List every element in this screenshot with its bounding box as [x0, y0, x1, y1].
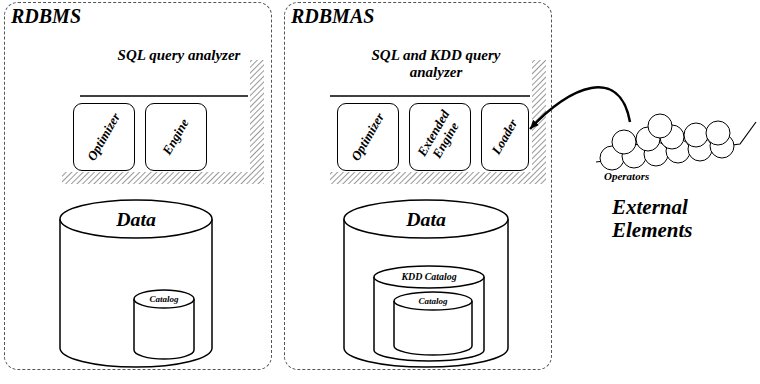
- data-cylinder: DataCatalog: [59, 199, 213, 369]
- system-region: RDBMS SQL query analyzerOptimizer EngineDa…: [4, 2, 272, 370]
- catalog-cylinder: Catalog: [393, 291, 473, 357]
- analyzer-panel: SQL query analyzerOptimizer Engine: [59, 37, 265, 177]
- module-label: Extended Engine: [415, 108, 465, 166]
- region-title: RDBMS: [11, 5, 81, 27]
- analyzer-panel: SQL and KDD query analyzerOptimizer Exten…: [327, 37, 549, 177]
- module-label: Engine: [160, 117, 192, 158]
- operator-ball: [648, 114, 672, 138]
- store-label: Data: [59, 199, 213, 239]
- system-region: RDBMAS SQL and KDD query analyzerOptimize…: [284, 2, 552, 370]
- data-cylinder: DataKDD CatalogCatalog: [343, 199, 509, 369]
- store-label: Catalog: [133, 289, 195, 309]
- store-label: KDD Catalog: [373, 265, 485, 289]
- module-box: Optimizer: [73, 103, 135, 171]
- cylinder-top: [60, 200, 212, 238]
- cylinder-body: [374, 277, 484, 361]
- module-box: Extended Engine: [409, 103, 471, 171]
- module-label: Optimizer: [349, 111, 388, 164]
- separator-line: [330, 95, 530, 97]
- load-arrow: [530, 87, 630, 129]
- catalog-cylinder: Catalog: [133, 289, 195, 361]
- cylinder-top: [374, 266, 484, 288]
- group-label: External Elements: [612, 196, 752, 242]
- panel-title: SQL query analyzer: [109, 47, 249, 64]
- module-label: Optimizer: [85, 111, 124, 164]
- cylinder-body: [60, 219, 212, 367]
- cylinder-top: [344, 200, 508, 238]
- module-box: Engine: [145, 103, 207, 171]
- panel-title: SQL and KDD query analyzer: [351, 47, 521, 80]
- cylinder-top: [134, 290, 194, 308]
- module-box: Loader: [481, 103, 529, 171]
- catalog-cylinder: KDD CatalogCatalog: [373, 265, 485, 363]
- cylinder-body: [344, 219, 508, 367]
- store-label: Catalog: [393, 291, 473, 311]
- cylinder-top: [394, 292, 472, 310]
- operator-ball: [612, 130, 636, 154]
- shadow-hatching: [62, 60, 546, 184]
- operator-pile: Operators: [590, 118, 756, 192]
- module-label: Loader: [489, 117, 521, 157]
- region-title: RDBMAS: [291, 5, 374, 27]
- module-box: Optimizer: [337, 103, 399, 171]
- operator-ball: [706, 121, 730, 145]
- separator-line: [80, 95, 248, 97]
- pile-label: Operators: [604, 170, 649, 182]
- operator-ball: [684, 123, 708, 147]
- store-label: Data: [343, 199, 509, 239]
